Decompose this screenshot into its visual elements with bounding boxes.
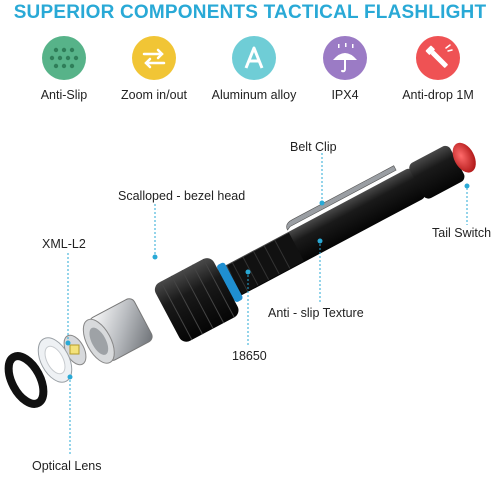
aluminum-letter-a-icon	[232, 36, 276, 80]
callout-belt-clip: Belt Clip	[290, 140, 337, 154]
feature-label: Anti-Slip	[40, 88, 88, 102]
blue-ring	[217, 262, 243, 302]
bezel-ring	[4, 352, 48, 408]
callout-lens: Optical Lens	[32, 459, 102, 473]
callout-led: XML-L2	[42, 237, 86, 251]
callout-bezel-head: Scalloped - bezel head	[118, 189, 246, 203]
flashlight-drop-icon	[416, 36, 460, 80]
feature-label: Zoom in/out	[120, 88, 187, 102]
bezel-head	[154, 258, 239, 342]
feature-zoom: Zoom in/out	[104, 36, 204, 102]
callout-battery: 18650	[232, 349, 267, 363]
tail-cap	[409, 145, 465, 199]
feature-label: IPX4	[331, 88, 359, 102]
feature-label: Aluminum alloy	[211, 88, 297, 102]
feature-label: Anti-drop 1M	[402, 88, 474, 102]
grip-texture-icon	[42, 36, 86, 80]
feature-aluminum: Aluminum alloy	[204, 36, 304, 102]
zoom-arrows-icon	[132, 36, 176, 80]
callout-texture: Anti - slip Texture	[268, 306, 364, 320]
feature-anti-slip: Anti-Slip	[14, 36, 114, 102]
callout-tail-switch: Tail Switch	[432, 226, 492, 240]
tail-switch-button	[452, 142, 476, 173]
feature-anti-drop: Anti-drop 1M	[388, 36, 488, 102]
belt-clip	[286, 165, 397, 231]
umbrella-rain-icon	[323, 36, 367, 80]
chrome-reflector	[82, 298, 153, 364]
anti-slip-texture	[227, 232, 304, 294]
feature-ipx4: IPX4	[295, 36, 395, 102]
flashlight	[154, 142, 476, 342]
page-title: SUPERIOR COMPONENTS TACTICAL FLASHLIGHT	[13, 2, 487, 23]
optical-lens-part	[37, 337, 73, 383]
feature-icons-row: Anti-Slip Zoom in/out Aluminum alloy	[0, 36, 500, 106]
